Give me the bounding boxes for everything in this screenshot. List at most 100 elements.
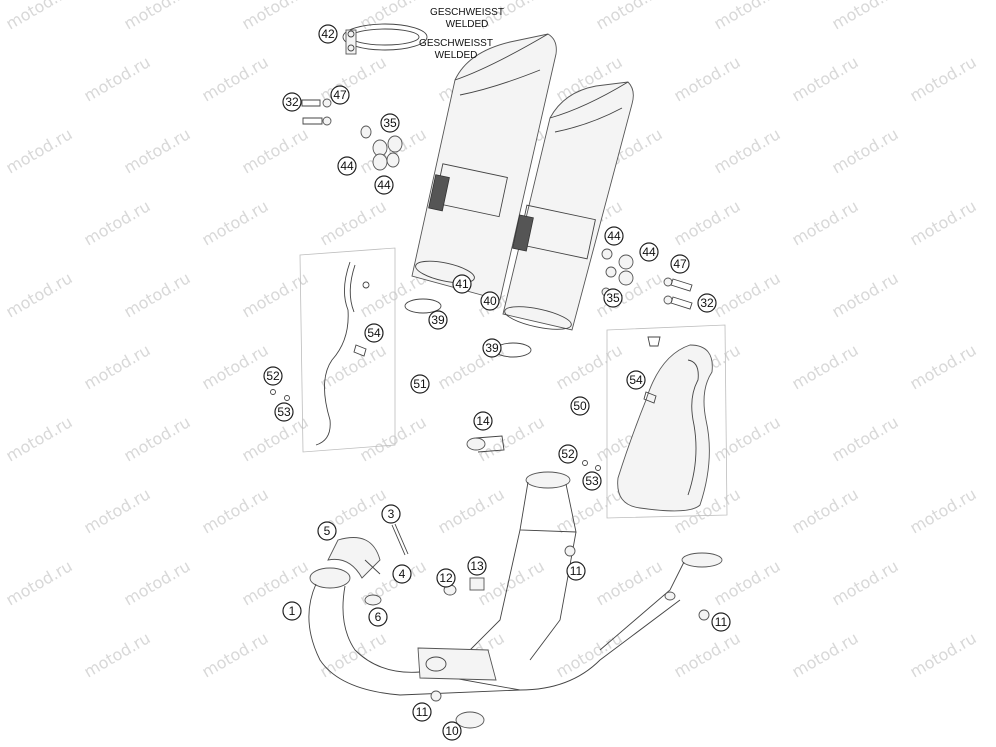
pipe-part-5 — [327, 537, 381, 579]
watermark-text: motod.ru — [711, 268, 784, 321]
callout-12: 12 — [436, 568, 456, 588]
callout-label: 11 — [570, 564, 583, 578]
callout-circle — [274, 402, 294, 422]
callout-label: 40 — [483, 294, 497, 308]
callout-51: 51 — [410, 374, 430, 394]
callout-circle — [381, 504, 401, 524]
watermark-text: motod.ru — [435, 484, 508, 537]
callout-label: 32 — [285, 95, 299, 109]
clamp-part-42 — [342, 23, 428, 55]
callout-circle — [480, 291, 500, 311]
callout-circle — [374, 175, 394, 195]
callout-label: 52 — [266, 369, 280, 383]
callout-53: 53 — [274, 402, 294, 422]
watermark-text: motod.ru — [3, 412, 76, 465]
watermark-text: motod.ru — [907, 484, 980, 537]
callout-circle — [473, 411, 493, 431]
callout-41: 41 — [452, 274, 472, 294]
callout-39: 39 — [482, 338, 502, 358]
watermark-text: motod.ru — [81, 628, 154, 681]
callout-39: 39 — [428, 310, 448, 330]
watermark-text: motod.ru — [199, 340, 272, 393]
callout-label: 47 — [333, 88, 347, 102]
watermark-text: motod.ru — [553, 340, 626, 393]
callout-label: 54 — [629, 373, 643, 387]
watermark-text: motod.ru — [711, 0, 784, 33]
watermark-text: motod.ru — [3, 268, 76, 321]
watermark-text: motod.ru — [907, 52, 980, 105]
watermark-text: motod.ru — [789, 628, 862, 681]
callout-label: 14 — [476, 414, 490, 428]
heat-shield-right-part-50 — [617, 336, 713, 512]
callout-circle — [697, 293, 717, 313]
callout-44: 44 — [337, 156, 357, 176]
watermark-text: motod.ru — [789, 52, 862, 105]
watermark-text: motod.ru — [81, 196, 154, 249]
silencer-left-part-41 — [411, 33, 557, 301]
callout-label: 35 — [383, 116, 397, 130]
callout-circle — [452, 274, 472, 294]
watermark-text: motod.ru — [711, 412, 784, 465]
callout-6: 6 — [368, 607, 388, 627]
watermark-text: motod.ru — [671, 628, 744, 681]
callout-label: 42 — [321, 27, 335, 41]
callout-14: 14 — [473, 411, 493, 431]
weld-note-1-line2: WELDED — [446, 19, 489, 30]
watermark-text: motod.ru — [357, 412, 430, 465]
pipe-stub-part-14 — [466, 435, 505, 453]
damper-set-left — [360, 125, 403, 171]
weld-note-1-line1: GESCHWEISST — [430, 7, 504, 18]
watermark-text: motod.ru — [317, 340, 390, 393]
watermark-text: motod.ru — [829, 268, 902, 321]
callout-label: 39 — [431, 313, 445, 327]
callout-35: 35 — [380, 113, 400, 133]
callout-circle — [604, 226, 624, 246]
watermark-text: motod.ru — [829, 556, 902, 609]
watermark-text: motod.ru — [357, 0, 430, 33]
callout-label: 53 — [585, 474, 599, 488]
callout-label: 44 — [340, 159, 354, 173]
callout-44: 44 — [604, 226, 624, 246]
watermark-text: motod.ru — [199, 484, 272, 537]
callout-label: 47 — [673, 257, 687, 271]
callout-13: 13 — [467, 556, 487, 576]
callout-10: 10 — [442, 721, 462, 741]
callout-53: 53 — [582, 471, 602, 491]
callout-circle — [263, 366, 283, 386]
callout-label: 13 — [470, 559, 484, 573]
watermark-text: motod.ru — [789, 484, 862, 537]
callout-5: 5 — [317, 521, 337, 541]
callout-11: 11 — [566, 561, 586, 581]
callout-circle — [603, 288, 623, 308]
watermark-text: motod.ru — [121, 556, 194, 609]
bolt-set-left — [301, 98, 332, 126]
callout-11: 11 — [711, 612, 731, 632]
callout-label: 6 — [375, 610, 382, 624]
callout-label: 44 — [377, 178, 391, 192]
watermark-text: motod.ru — [317, 52, 390, 105]
callout-circle — [467, 556, 487, 576]
callout-label: 51 — [413, 377, 427, 391]
callout-circle — [282, 92, 302, 112]
spring-part-3 — [391, 523, 409, 556]
callout-label: 35 — [606, 291, 620, 305]
callout-54: 54 — [626, 370, 646, 390]
callout-circle — [442, 721, 462, 741]
watermark-text: motod.ru — [239, 124, 312, 177]
callout-label: 54 — [367, 326, 381, 340]
manifold-part-10 — [417, 647, 497, 729]
header-pipe-part-1 — [308, 567, 681, 696]
clip-parts-52-53 — [270, 389, 601, 471]
watermark-text: motod.ru — [3, 124, 76, 177]
callout-circle — [337, 156, 357, 176]
callout-4: 4 — [392, 564, 412, 584]
watermark-text: motod.ru — [121, 412, 194, 465]
weld-note-1: GESCHWEISST WELDED — [430, 7, 504, 30]
callout-circle — [282, 601, 302, 621]
callout-label: 5 — [324, 524, 331, 538]
silencer-right-part-40 — [502, 81, 634, 331]
callout-47: 47 — [330, 85, 350, 105]
watermark-text: motod.ru — [789, 340, 862, 393]
watermark-text: motod.ru — [3, 556, 76, 609]
